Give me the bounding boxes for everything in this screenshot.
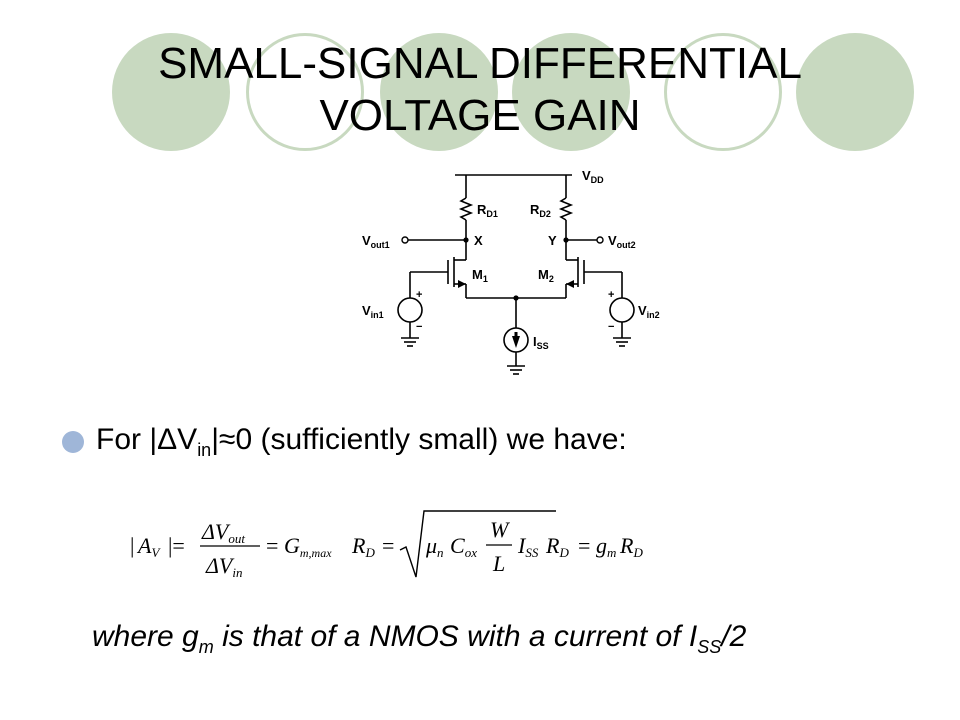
eq-i: ISS [517,533,539,560]
title-line-1: SMALL-SIGNAL DIFFERENTIAL [158,39,802,88]
eq-a: AV [136,533,161,560]
rd2-label: RD2 [530,202,551,219]
bullet-item: For |ΔVin|≈0 (sufficiently small) we hav… [62,422,627,462]
bullet-dot-icon [62,431,84,453]
node-y-label: Y [548,233,557,248]
vout1-label: Vout1 [362,233,390,250]
decor-circle-3 [512,33,630,151]
eq-gm: gm [596,533,616,560]
eq-w: W [490,517,510,542]
eq-mu: μn [425,533,444,560]
vin1-minus: − [416,321,422,333]
eq-r3: RD [619,533,643,560]
eq-denominator: ΔVin [205,553,242,580]
differential-pair-circuit: VDD RD1 RD2 Vout1 Vout2 X Y M1 M2 Vin1 V… [362,168,660,375]
vin2-label: Vin2 [638,303,660,320]
decor-ring-2 [664,33,782,151]
vin1-plus: + [416,289,422,301]
vdd-label: VDD [582,168,604,185]
eq-r: RD [351,533,375,560]
eq-l: L [492,551,505,576]
decor-circle-2 [380,33,498,151]
decor-circle-1 [112,33,230,151]
decor-ring-1 [246,33,364,151]
vout2-label: Vout2 [608,233,636,250]
bullet-text: For |ΔVin|≈0 (sufficiently small) we hav… [96,423,627,460]
vin1-label: Vin1 [362,303,384,320]
node-x-label: X [474,233,483,248]
eq-equals-2: = [382,533,394,558]
eq-c: Cox [450,533,477,560]
eq-equals-3: = [578,533,590,558]
decor-circle-4 [796,33,914,151]
eq-numerator: ΔVout [201,519,245,546]
eq-abs-open: | [130,533,134,558]
slide-title: SMALL-SIGNAL DIFFERENTIAL VOLTAGE GAIN [0,38,960,142]
gain-equation: | AV |= ΔVout ΔVin = Gm,max RD = μn Cox … [130,510,643,580]
eq-equals-1: = [266,533,278,558]
vin2-minus: − [608,321,614,333]
gm-note: where gm is that of a NMOS with a curren… [92,620,747,657]
iss-label: ISS [533,334,549,351]
vin2-plus: + [608,289,614,301]
title-line-2: VOLTAGE GAIN [319,91,641,140]
m2-label: M2 [538,267,554,284]
eq-r2: RD [545,533,569,560]
eq-g: Gm,max [284,533,332,560]
eq-abs-close: |= [168,533,185,558]
m1-label: M1 [472,267,488,284]
rd1-label: RD1 [477,202,498,219]
